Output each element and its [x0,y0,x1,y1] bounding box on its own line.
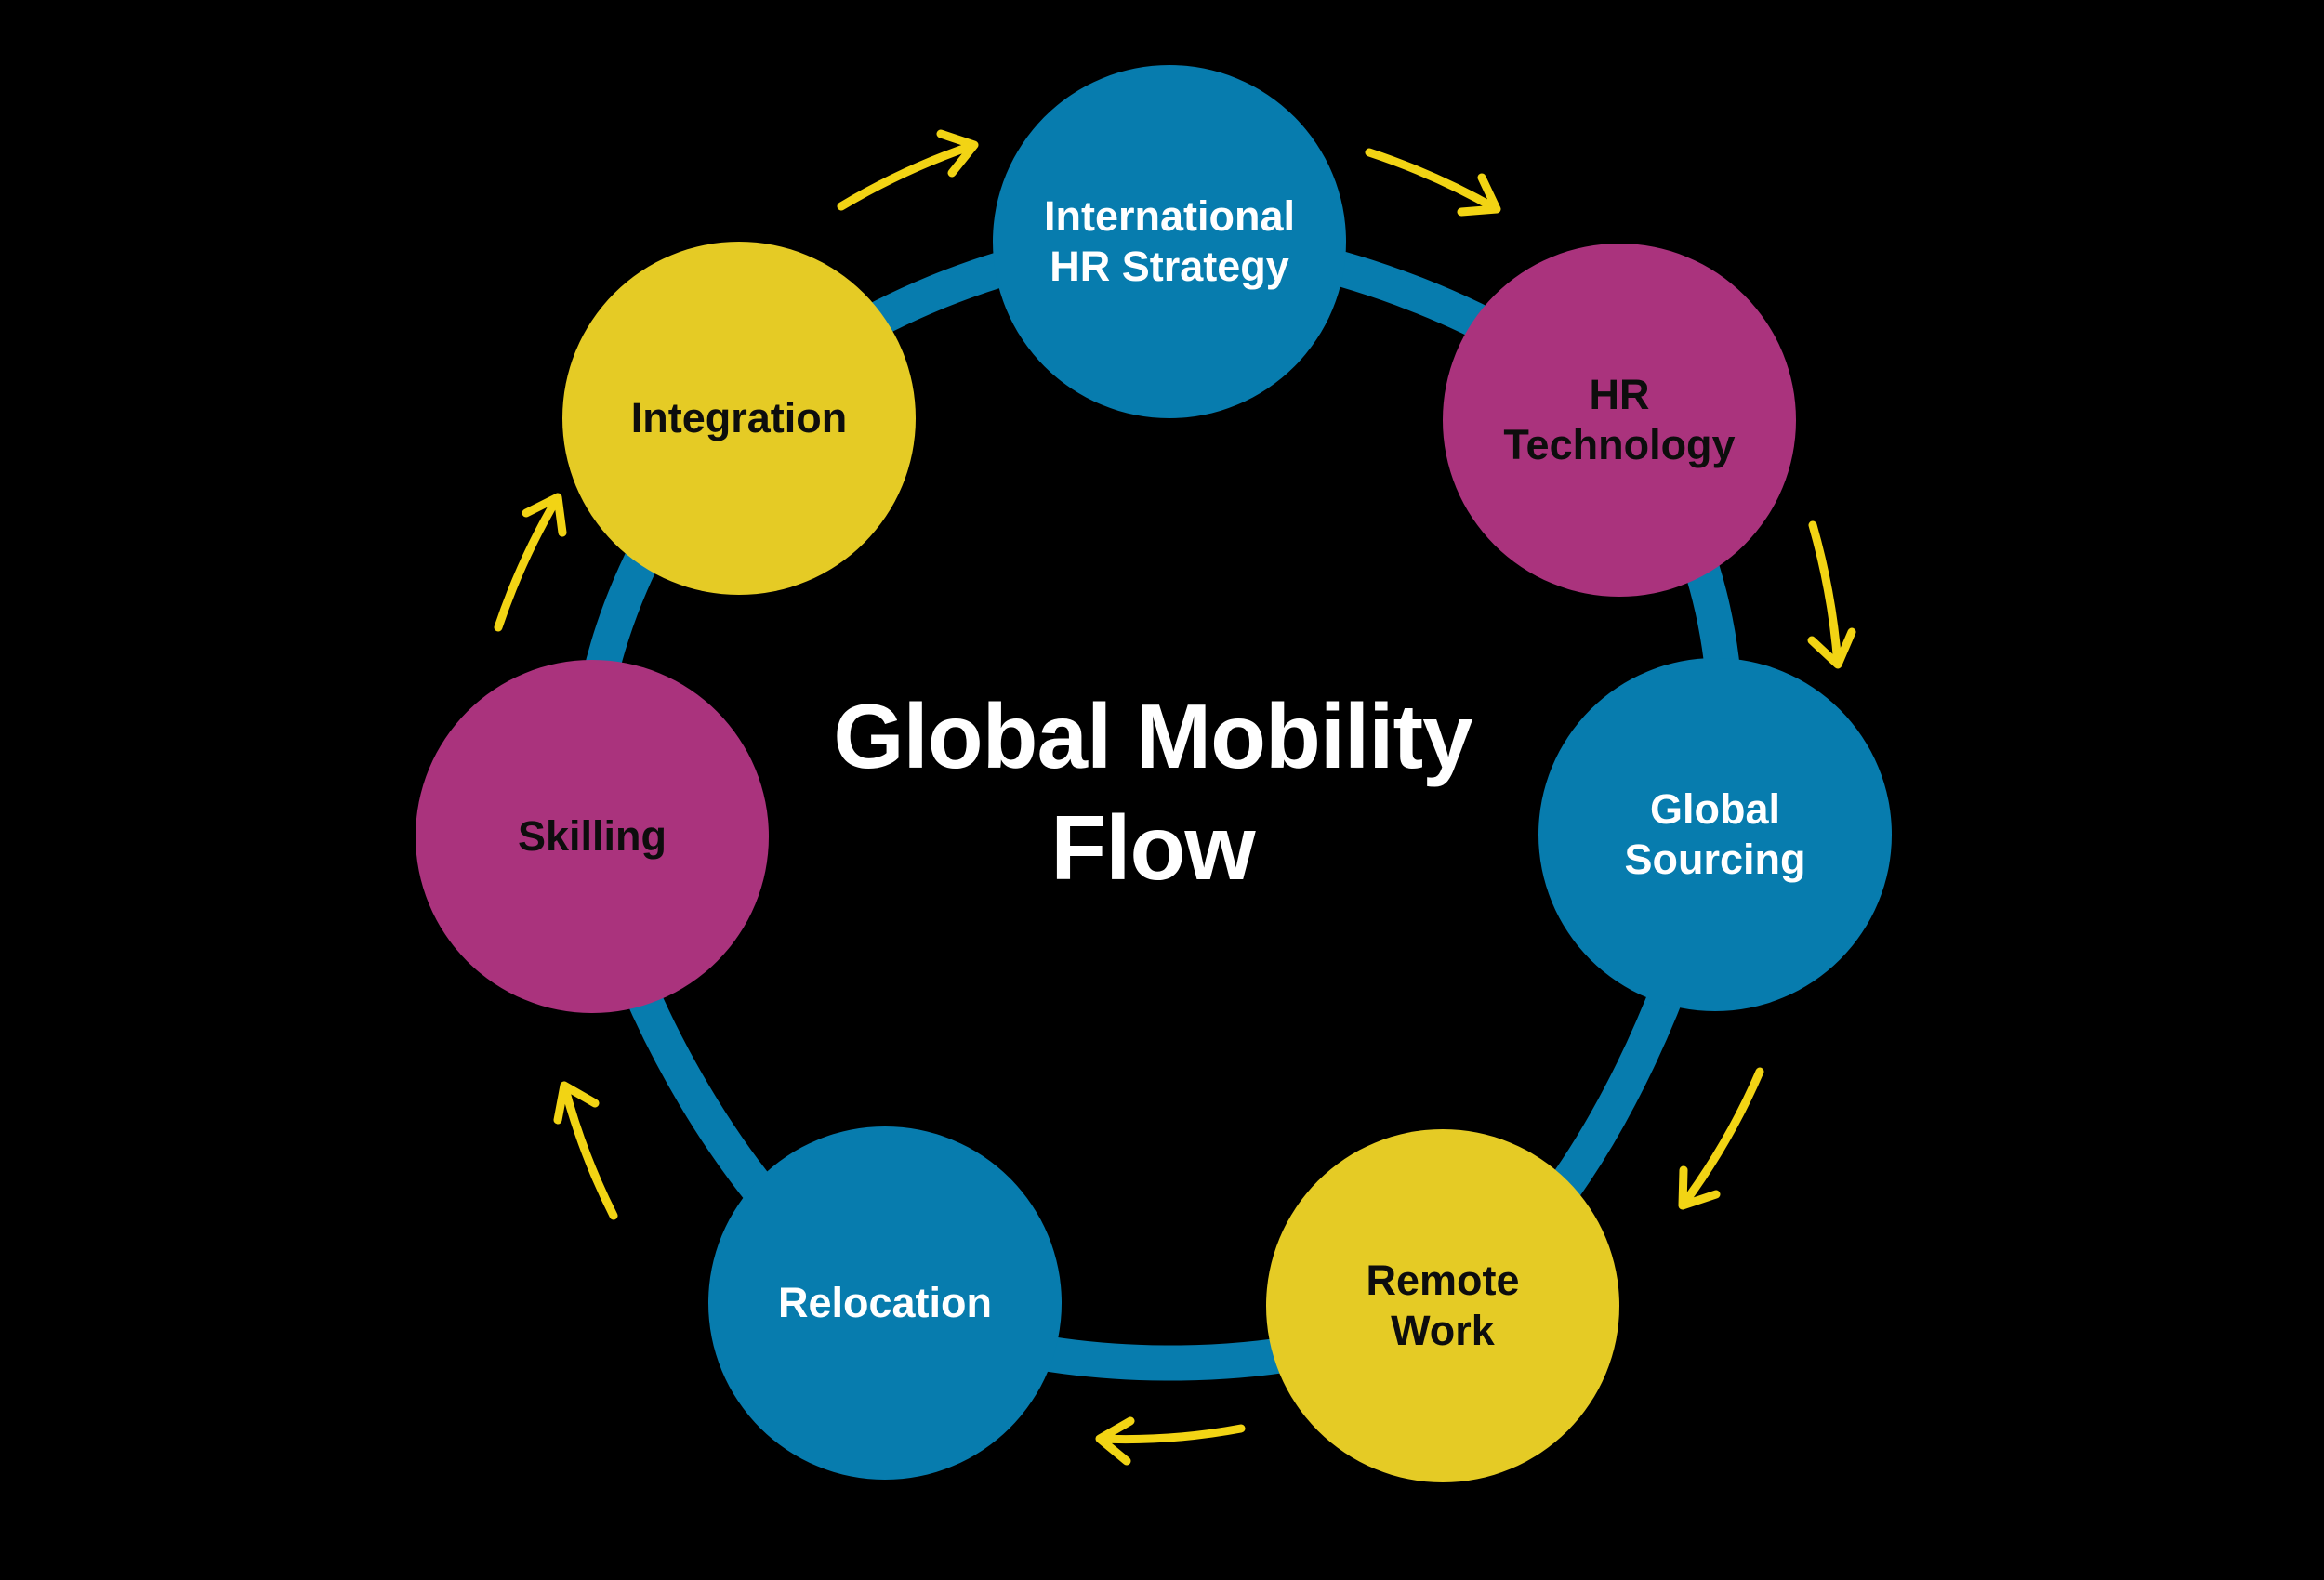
diagram-title: Global Mobility Flow [833,685,1472,899]
arrow-hr-technology-to-global-sourcing [1807,520,1856,669]
arrow-integration-to-international-hr-strategy [837,129,979,211]
arrow-international-hr-strategy-to-hr-technology [1365,148,1501,217]
arrow-relocation-to-skilling [553,1081,618,1220]
arrow-remote-work-to-relocation [1095,1416,1246,1466]
arrow-global-sourcing-to-remote-work [1678,1067,1764,1210]
node-skilling: Skilling [416,660,769,1013]
node-remote-work: Remote Work [1266,1129,1619,1482]
node-relocation: Relocation [708,1126,1062,1480]
node-global-sourcing: Global Sourcing [1538,658,1892,1011]
node-integration: Integration [562,242,916,595]
node-hr-technology: HR Technology [1443,244,1796,597]
arrow-skilling-to-integration [494,493,567,632]
node-international-hr-strategy: International HR Strategy [993,65,1346,418]
